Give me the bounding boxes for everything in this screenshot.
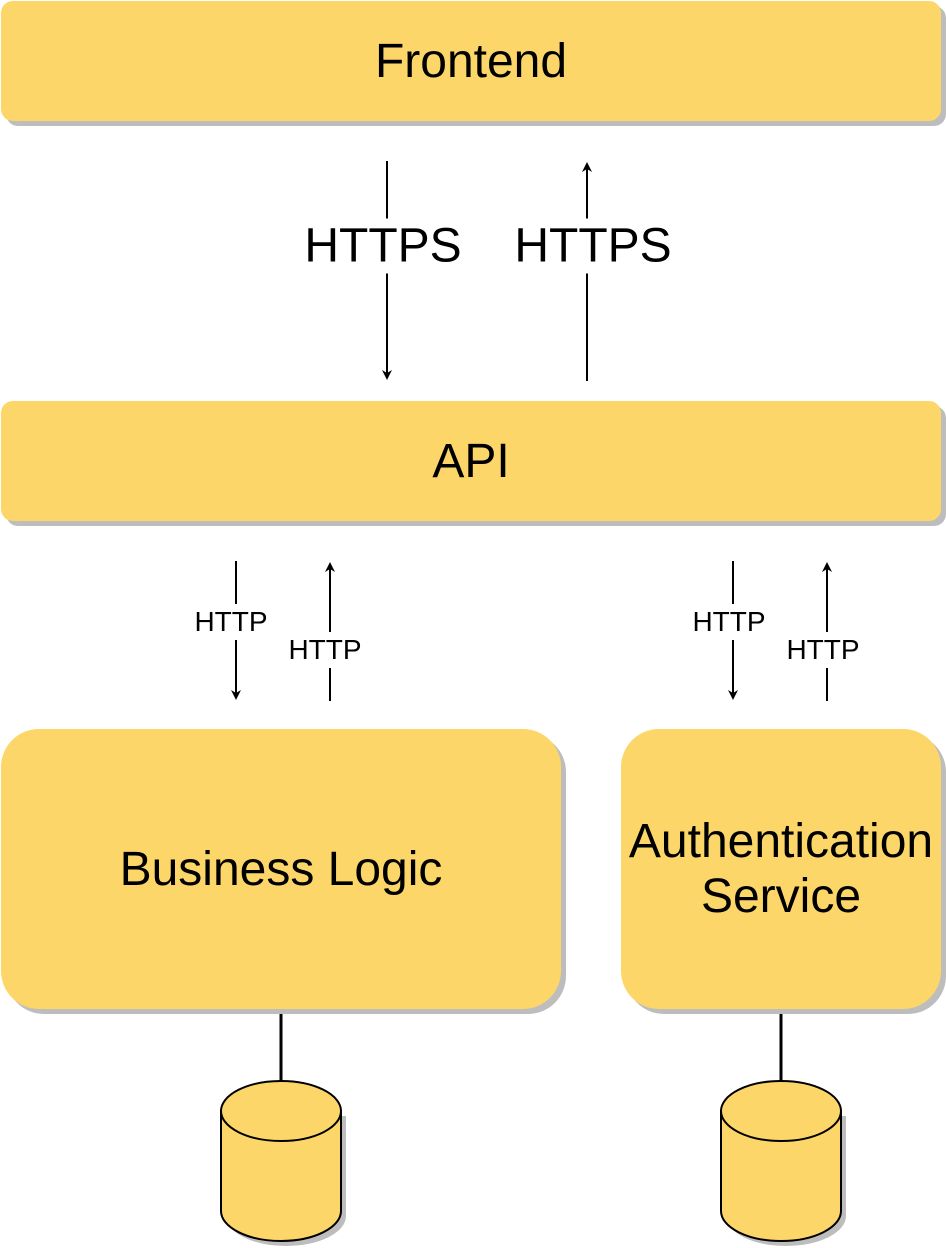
edge-label-frontend-to-api: HTTPS [302, 218, 464, 274]
api-label: API [432, 434, 510, 488]
frontend-label: Frontend [374, 34, 568, 88]
edge-label-auth-to-api: HTTP [784, 632, 862, 668]
edge-label-api-to-business: HTTP [192, 604, 270, 640]
authentication-service-node: Authentication Service [621, 729, 941, 1009]
database-icon [720, 1080, 846, 1246]
auth-label-line2: Service [700, 870, 862, 923]
auth-label-line1: Authentication [628, 814, 934, 868]
database-icon [220, 1080, 346, 1246]
edge-label-api-to-auth: HTTP [690, 604, 768, 640]
frontend-node: Frontend [1, 1, 941, 121]
api-node: API [1, 401, 941, 521]
edge-label-business-to-api: HTTP [286, 632, 364, 668]
business-logic-label: Business Logic [119, 842, 443, 896]
business-logic-node: Business Logic [1, 729, 561, 1009]
edge-label-api-to-frontend: HTTPS [512, 218, 674, 274]
